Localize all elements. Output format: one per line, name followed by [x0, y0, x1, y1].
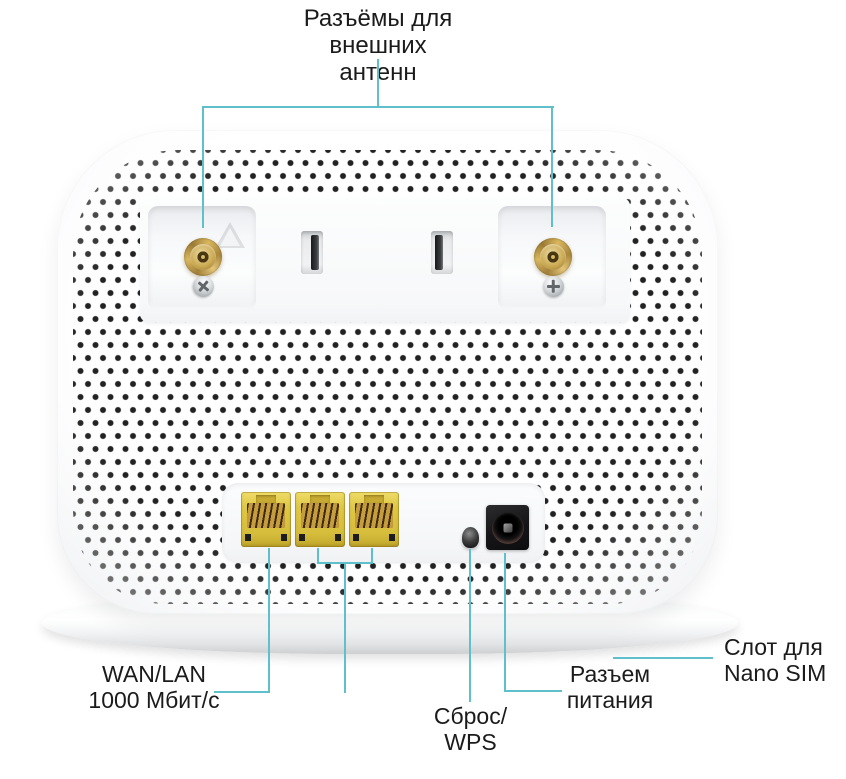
port-latch-hole	[299, 534, 305, 541]
leader-wan-vertical	[268, 548, 270, 693]
label-antennas: Разъёмы для внешних антенн	[256, 5, 500, 86]
label-antennas-line1: Разъёмы для внешних	[303, 5, 453, 59]
port-tab	[364, 495, 384, 503]
leader-power-vertical	[504, 553, 506, 692]
ports-panel	[222, 483, 545, 563]
port-opening	[355, 503, 393, 528]
leader-antennas-stem	[377, 59, 379, 107]
label-power-line2: питания	[566, 687, 654, 713]
wall-mount-slot-right	[431, 231, 453, 274]
port-latch-hole	[245, 534, 251, 541]
leader-power-horizontal	[504, 690, 562, 692]
label-reset-line2: WPS	[444, 729, 497, 755]
label-nano-sim: Слот для Nano SIM	[724, 634, 844, 686]
label-wan-line1: WAN/LAN	[102, 661, 206, 687]
label-power: Разъем питания	[556, 661, 664, 713]
port-tab	[310, 495, 330, 503]
leader-lan1	[317, 548, 319, 564]
wall-mount-slot-left	[301, 231, 323, 274]
label-reset-wps: Сброс/ WPS	[408, 703, 533, 755]
leader-wan-horizontal	[214, 691, 270, 693]
power-jack	[486, 505, 529, 550]
port-opening	[301, 503, 339, 528]
port-latch-hole	[335, 534, 341, 541]
leader-antennas-branch	[202, 106, 554, 108]
screw-left	[188, 271, 219, 302]
power-jack-pin	[503, 523, 512, 532]
reset-wps-button	[462, 527, 479, 548]
label-sim-line1: Слот для	[724, 634, 823, 660]
leader-lan-stem	[344, 562, 346, 693]
leader-antenna-left	[202, 106, 204, 228]
antenna-connector-right	[534, 238, 572, 276]
leader-lan2	[371, 548, 373, 564]
label-reset-line1: Сброс/	[433, 703, 508, 729]
antenna-panel	[140, 198, 630, 322]
port-latch-hole	[353, 534, 359, 541]
port-latch-hole	[389, 534, 395, 541]
ethernet-port-lan1	[295, 492, 345, 547]
port-latch-hole	[281, 534, 287, 541]
leader-sim	[613, 657, 713, 659]
antenna-connector-left	[184, 238, 222, 276]
screw-right	[543, 276, 564, 297]
antenna-pin	[551, 255, 555, 259]
label-sim-line2: Nano SIM	[724, 660, 827, 686]
warning-triangle-emboss	[215, 222, 245, 248]
label-wan-lan: WAN/LAN 1000 Мбит/с	[80, 661, 228, 713]
label-wan-line2: 1000 Мбит/с	[88, 687, 220, 713]
ethernet-port-wan-lan	[241, 492, 291, 547]
label-power-line1: Разъем	[569, 661, 651, 687]
leader-antenna-right	[551, 106, 553, 227]
port-opening	[247, 503, 285, 528]
router-body	[57, 130, 718, 614]
leader-reset	[469, 549, 471, 702]
antenna-pin	[201, 255, 205, 259]
ethernet-port-lan2	[349, 492, 399, 547]
port-tab	[256, 495, 276, 503]
